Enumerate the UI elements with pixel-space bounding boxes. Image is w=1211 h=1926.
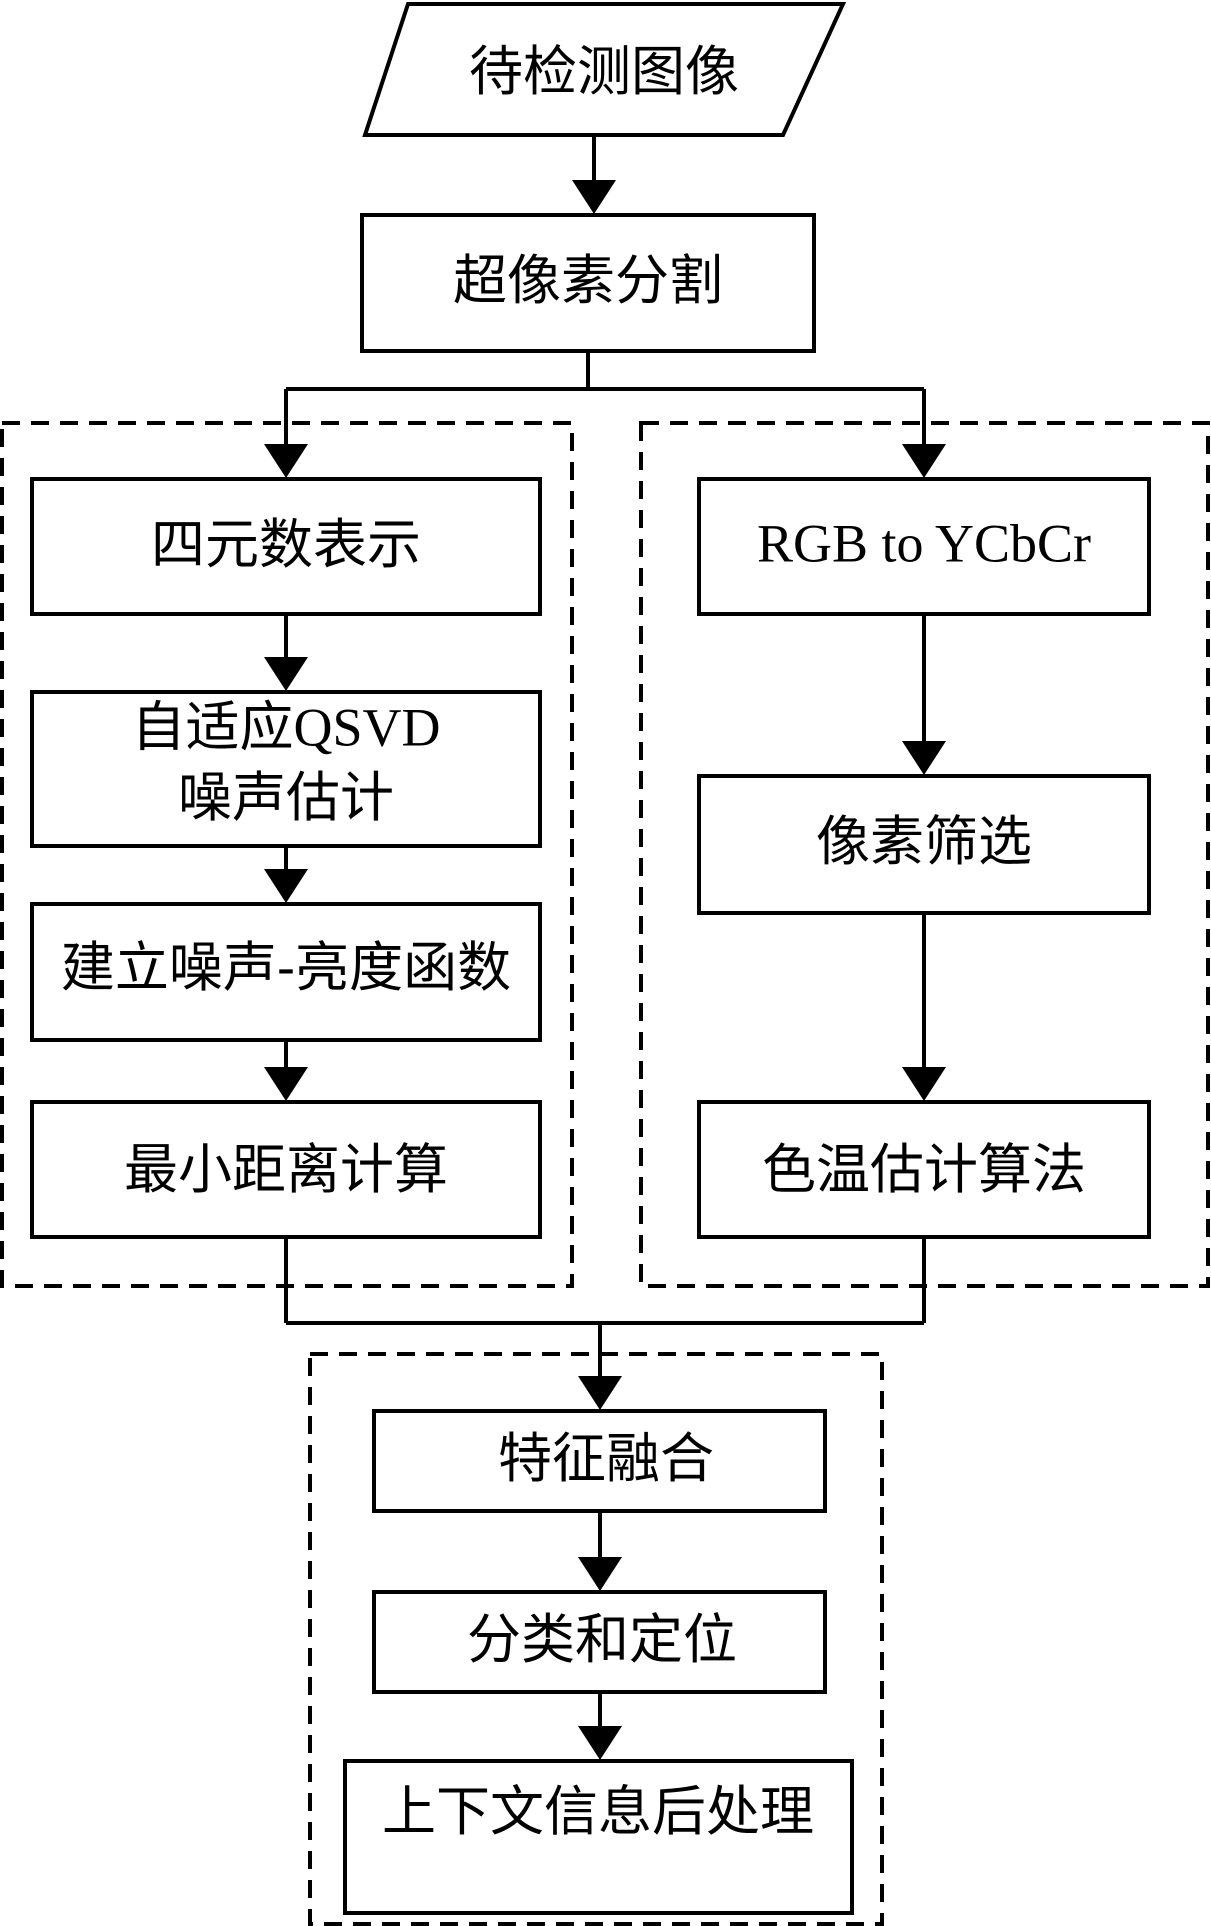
- classify-locate-node: 分类和定位: [372, 1590, 827, 1694]
- input-image-label: 待检测图像: [469, 40, 739, 103]
- pixel-filter-node: 像素筛选: [697, 774, 1151, 915]
- connectors: [284, 135, 926, 1728]
- rgb-ycbcr-node: RGB to YCbCr: [697, 477, 1151, 616]
- quaternion-node: 四元数表示: [30, 477, 542, 616]
- arrowhead-context: [578, 1726, 622, 1760]
- arrowhead-qsvd: [264, 657, 308, 691]
- context-post-label: 上下文信息后处理: [382, 1780, 814, 1843]
- pixel-filter-label: 像素筛选: [816, 810, 1032, 873]
- arrowhead-fusion: [578, 1376, 622, 1410]
- arrowhead-colortemp: [902, 1067, 946, 1101]
- context-post-node: 上下文信息后处理: [343, 1759, 854, 1915]
- classify-locate-label: 分类和定位: [467, 1608, 737, 1671]
- rgb-ycbcr-label: RGB to YCbCr: [757, 513, 1091, 573]
- arrowhead-superpixel: [572, 180, 616, 214]
- noise-brightness-node: 建立噪声-亮度函数: [30, 902, 542, 1042]
- noise-brightness-label: 建立噪声-亮度函数: [61, 936, 511, 999]
- feature-fusion-node: 特征融合: [372, 1409, 827, 1513]
- arrowheads: [264, 180, 946, 1760]
- arrowhead-quaternion: [264, 444, 308, 478]
- qsvd-label-line2: 噪声估计: [178, 766, 394, 829]
- arrowhead-filter: [902, 741, 946, 775]
- min-distance-label: 最小距离计算: [124, 1138, 448, 1201]
- group-fusion: [308, 1352, 884, 1926]
- qsvd-node: 自适应QSVD 噪声估计: [30, 690, 542, 848]
- superpixel-label: 超像素分割: [453, 249, 723, 312]
- arrowhead-noise: [264, 869, 308, 903]
- qsvd-label-line1: 自适应QSVD: [131, 697, 440, 757]
- min-distance-node: 最小距离计算: [30, 1100, 542, 1239]
- input-image-node: 待检测图像: [362, 1, 847, 137]
- superpixel-node: 超像素分割: [360, 213, 816, 353]
- quaternion-label: 四元数表示: [151, 513, 421, 576]
- feature-fusion-label: 特征融合: [498, 1427, 714, 1490]
- arrowhead-classify: [578, 1557, 622, 1591]
- arrowhead-distance: [264, 1067, 308, 1101]
- arrowhead-rgb: [902, 444, 946, 478]
- color-temp-label: 色温估计算法: [762, 1138, 1086, 1201]
- color-temp-node: 色温估计算法: [697, 1100, 1151, 1239]
